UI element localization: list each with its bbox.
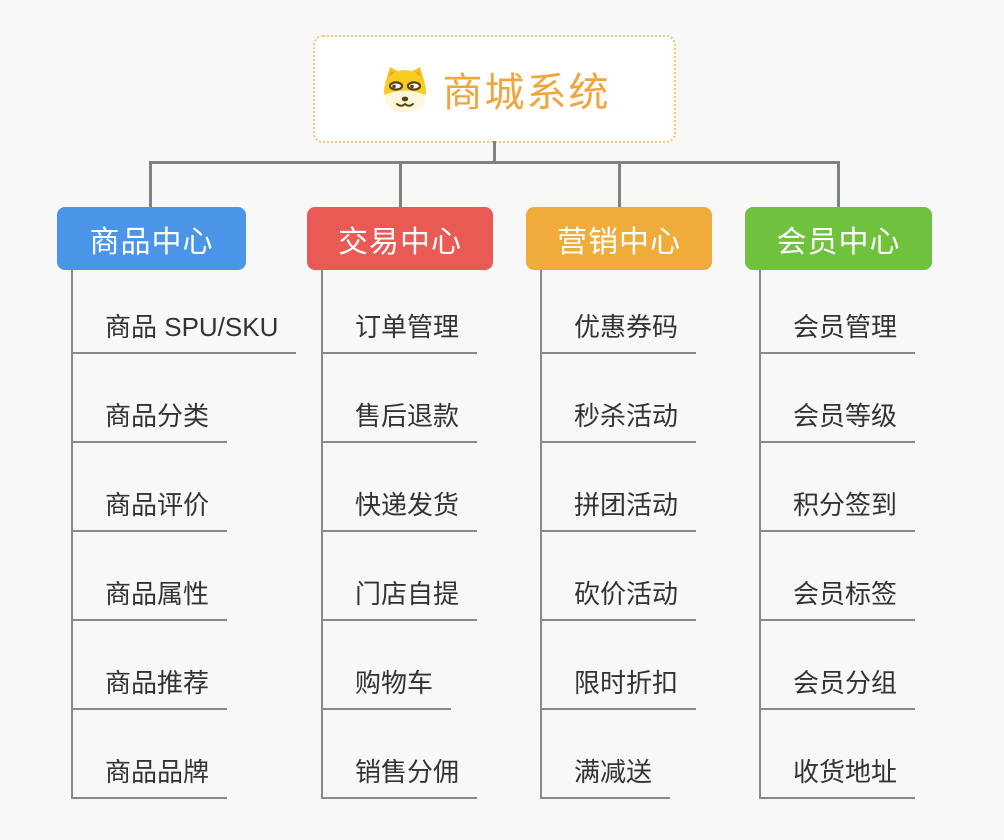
root-title: 商城系统 [442, 71, 611, 115]
leaf-item[interactable]: 商品属性 [71, 574, 228, 621]
leaf-item[interactable]: 收货地址 [759, 752, 916, 799]
leaf-item[interactable]: 商品品牌 [71, 752, 228, 799]
trunk-line-marketing [540, 270, 542, 799]
connector-root-stub [493, 141, 496, 162]
connector-drop-4 [837, 161, 840, 208]
leaf-item[interactable]: 会员管理 [759, 307, 916, 354]
connector-drop-2 [399, 161, 402, 208]
leaf-item[interactable]: 商品 SPU/SKU [71, 307, 297, 354]
root-node[interactable]: 商城系统 [313, 35, 676, 143]
leaf-item[interactable]: 会员分组 [759, 663, 916, 710]
branch-node-member-center[interactable]: 会员中心 [745, 207, 932, 270]
doge-icon [383, 67, 426, 112]
branch-node-trade-center[interactable]: 交易中心 [307, 207, 493, 270]
leaf-item[interactable]: 商品分类 [71, 396, 228, 443]
connector-drop-3 [618, 161, 621, 208]
connector-drop-1 [149, 161, 152, 208]
leaf-item[interactable]: 购物车 [321, 663, 452, 710]
connector-rail [149, 161, 840, 164]
leaf-item[interactable]: 砍价活动 [540, 574, 697, 621]
leaf-item[interactable]: 积分签到 [759, 485, 916, 532]
leaf-item[interactable]: 满减送 [540, 752, 671, 799]
leaf-item[interactable]: 优惠券码 [540, 307, 697, 354]
leaf-item[interactable]: 售后退款 [321, 396, 478, 443]
leaf-item[interactable]: 销售分佣 [321, 752, 478, 799]
trunk-line-trade [321, 270, 323, 799]
leaf-item[interactable]: 订单管理 [321, 307, 478, 354]
leaf-item[interactable]: 商品推荐 [71, 663, 228, 710]
leaf-item[interactable]: 会员标签 [759, 574, 916, 621]
leaf-item[interactable]: 门店自提 [321, 574, 478, 621]
leaf-item[interactable]: 会员等级 [759, 396, 916, 443]
leaf-item[interactable]: 拼团活动 [540, 485, 697, 532]
leaf-item[interactable]: 商品评价 [71, 485, 228, 532]
trunk-line-product [71, 270, 73, 799]
trunk-line-member [759, 270, 761, 799]
branch-node-marketing-center[interactable]: 营销中心 [526, 207, 712, 270]
leaf-item[interactable]: 限时折扣 [540, 663, 697, 710]
branch-node-product-center[interactable]: 商品中心 [57, 207, 246, 270]
leaf-item[interactable]: 秒杀活动 [540, 396, 697, 443]
leaf-item[interactable]: 快递发货 [321, 485, 478, 532]
